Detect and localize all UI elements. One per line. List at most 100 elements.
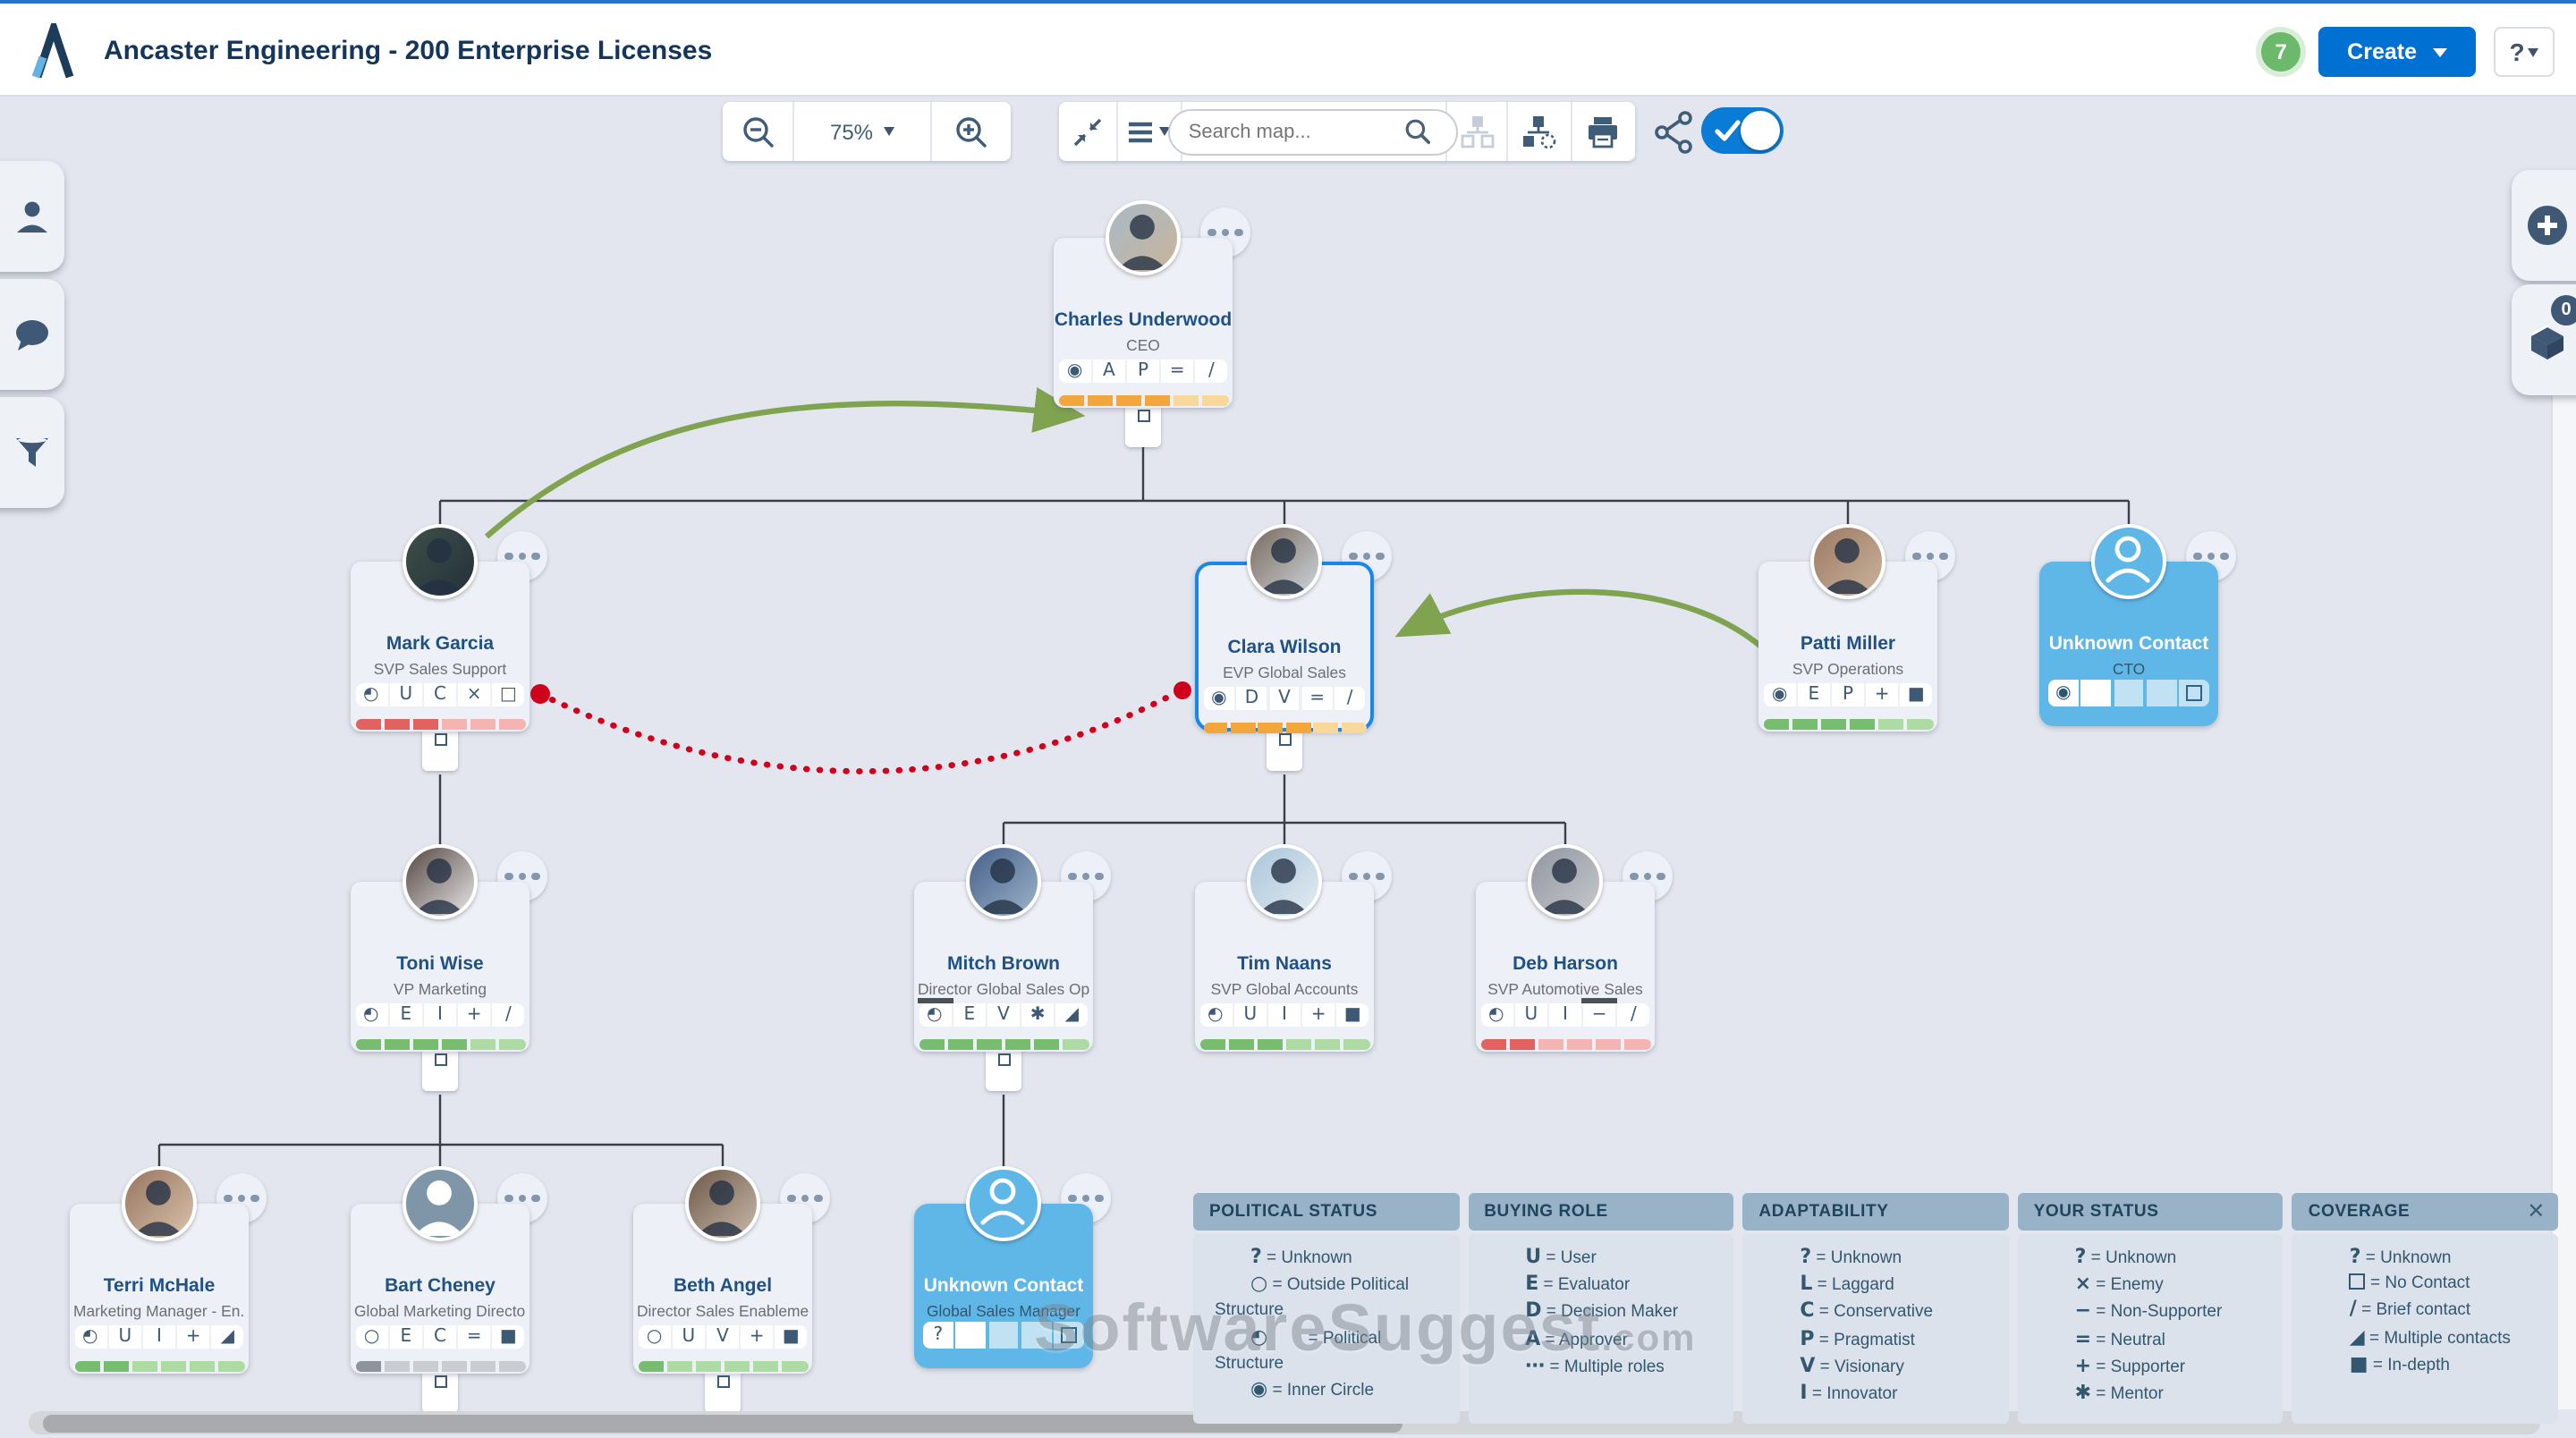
bar-segment — [1285, 723, 1311, 733]
legend-section: COVERAGE✕? = Unknown = No Contact/ = Bri… — [2292, 1193, 2558, 1424]
legend-item: ? = Unknown — [2074, 1245, 2177, 1268]
person-title: Global Marketing Director — [354, 1302, 526, 1320]
sidebar-tab-comments[interactable] — [0, 279, 64, 390]
avatar — [402, 524, 478, 599]
bar-segment — [1820, 719, 1847, 730]
avatar — [1247, 844, 1322, 919]
expand-node-button[interactable] — [705, 1368, 741, 1413]
person-icon — [17, 201, 47, 233]
bar-segment — [919, 1039, 945, 1050]
bar-segment — [724, 1361, 750, 1372]
bar-segment — [355, 1039, 381, 1050]
sidebar-tab-filter[interactable] — [0, 397, 64, 508]
avatar — [966, 844, 1041, 919]
search-map-input[interactable] — [1168, 108, 1459, 155]
relationship-strength-bar — [355, 1361, 526, 1372]
person-title: CTO — [2112, 660, 2146, 678]
expand-node-button[interactable] — [1267, 726, 1302, 771]
expand-node-button[interactable] — [422, 1368, 458, 1413]
political-structure-icon: ◔ — [356, 683, 388, 706]
share-icon — [1655, 111, 1692, 154]
legend-close-button[interactable]: ✕ — [2527, 1198, 2546, 1223]
avatar — [402, 844, 478, 919]
zoom-out-button[interactable] — [723, 102, 794, 161]
bar-segment — [1034, 1039, 1060, 1050]
org-layout-alt-button[interactable] — [1509, 102, 1572, 161]
innovator-icon: I — [143, 1325, 175, 1349]
help-button[interactable]: ? — [2494, 27, 2555, 77]
attributes-visibility-toggle[interactable] — [1701, 107, 1784, 154]
sidebar-tab-add-person[interactable] — [2512, 170, 2576, 281]
print-button[interactable] — [1572, 102, 1635, 161]
legend-item: U = User — [1525, 1245, 1597, 1268]
empty-indicator — [988, 1322, 1019, 1349]
legend-item: ? = Unknown — [1800, 1245, 1902, 1268]
brief-contact-icon: / — [492, 1003, 524, 1027]
legend-section: YOUR STATUS? = Unknown× = Enemy− = Non-S… — [2017, 1193, 2284, 1424]
legend-item: ◉ = Inner Circle — [1250, 1377, 1375, 1401]
create-button[interactable]: Create — [2318, 27, 2476, 77]
zoom-level-dropdown[interactable]: 75% — [794, 102, 932, 161]
bar-segment — [355, 719, 381, 730]
person-name: Patti Miller — [1800, 633, 1896, 655]
bar-segment — [412, 719, 439, 730]
inner-circle-icon: ◉ — [1764, 683, 1796, 706]
zoom-in-button[interactable] — [932, 102, 1011, 161]
expand-node-button[interactable] — [422, 1046, 458, 1091]
app-header: Ancaster Engineering - 200 Enterprise Li… — [0, 0, 2576, 97]
sidebar-tab-people[interactable] — [0, 161, 64, 272]
neutral-icon: = — [1301, 687, 1333, 710]
bar-segment — [695, 1361, 722, 1372]
horizontal-scrollbar-thumb[interactable] — [43, 1414, 1402, 1432]
unknown-indicator: ? — [923, 1322, 953, 1349]
relationship-strength-bar — [74, 1361, 245, 1372]
person-title: Director Sales Enableme... — [637, 1302, 809, 1320]
share-map-button[interactable] — [1642, 107, 1707, 163]
sidebar-tab-parking-lot[interactable]: 0 — [2512, 284, 2576, 395]
supporter-icon: + — [1866, 683, 1898, 706]
non-supporter-icon: − — [1581, 997, 1616, 1027]
expand-node-button[interactable] — [422, 726, 458, 771]
avatar — [1810, 524, 1885, 599]
user-icon: U — [390, 683, 422, 706]
bar-segment — [1285, 1039, 1312, 1050]
legend-section-body: ? = Unknown× = Enemy− = Non-Supporter= =… — [2017, 1234, 2284, 1424]
plus-icon — [2528, 206, 2567, 245]
collapse-all-button[interactable] — [1059, 102, 1118, 161]
notification-badge[interactable]: 7 — [2261, 32, 2301, 72]
unknown-avatar — [966, 1166, 1041, 1241]
legend-item: ⋯ = Multiple roles — [1525, 1353, 1665, 1377]
expand-node-button[interactable] — [986, 1046, 1021, 1091]
enemy-icon: × — [458, 683, 490, 706]
conservative-icon: C — [424, 683, 456, 706]
person-name: Terri McHale — [103, 1275, 216, 1297]
expand-node-button[interactable] — [1125, 402, 1161, 447]
bar-segment — [1258, 723, 1284, 733]
org-layout-button[interactable] — [1447, 102, 1509, 161]
no-contact-indicator — [1054, 1322, 1084, 1349]
